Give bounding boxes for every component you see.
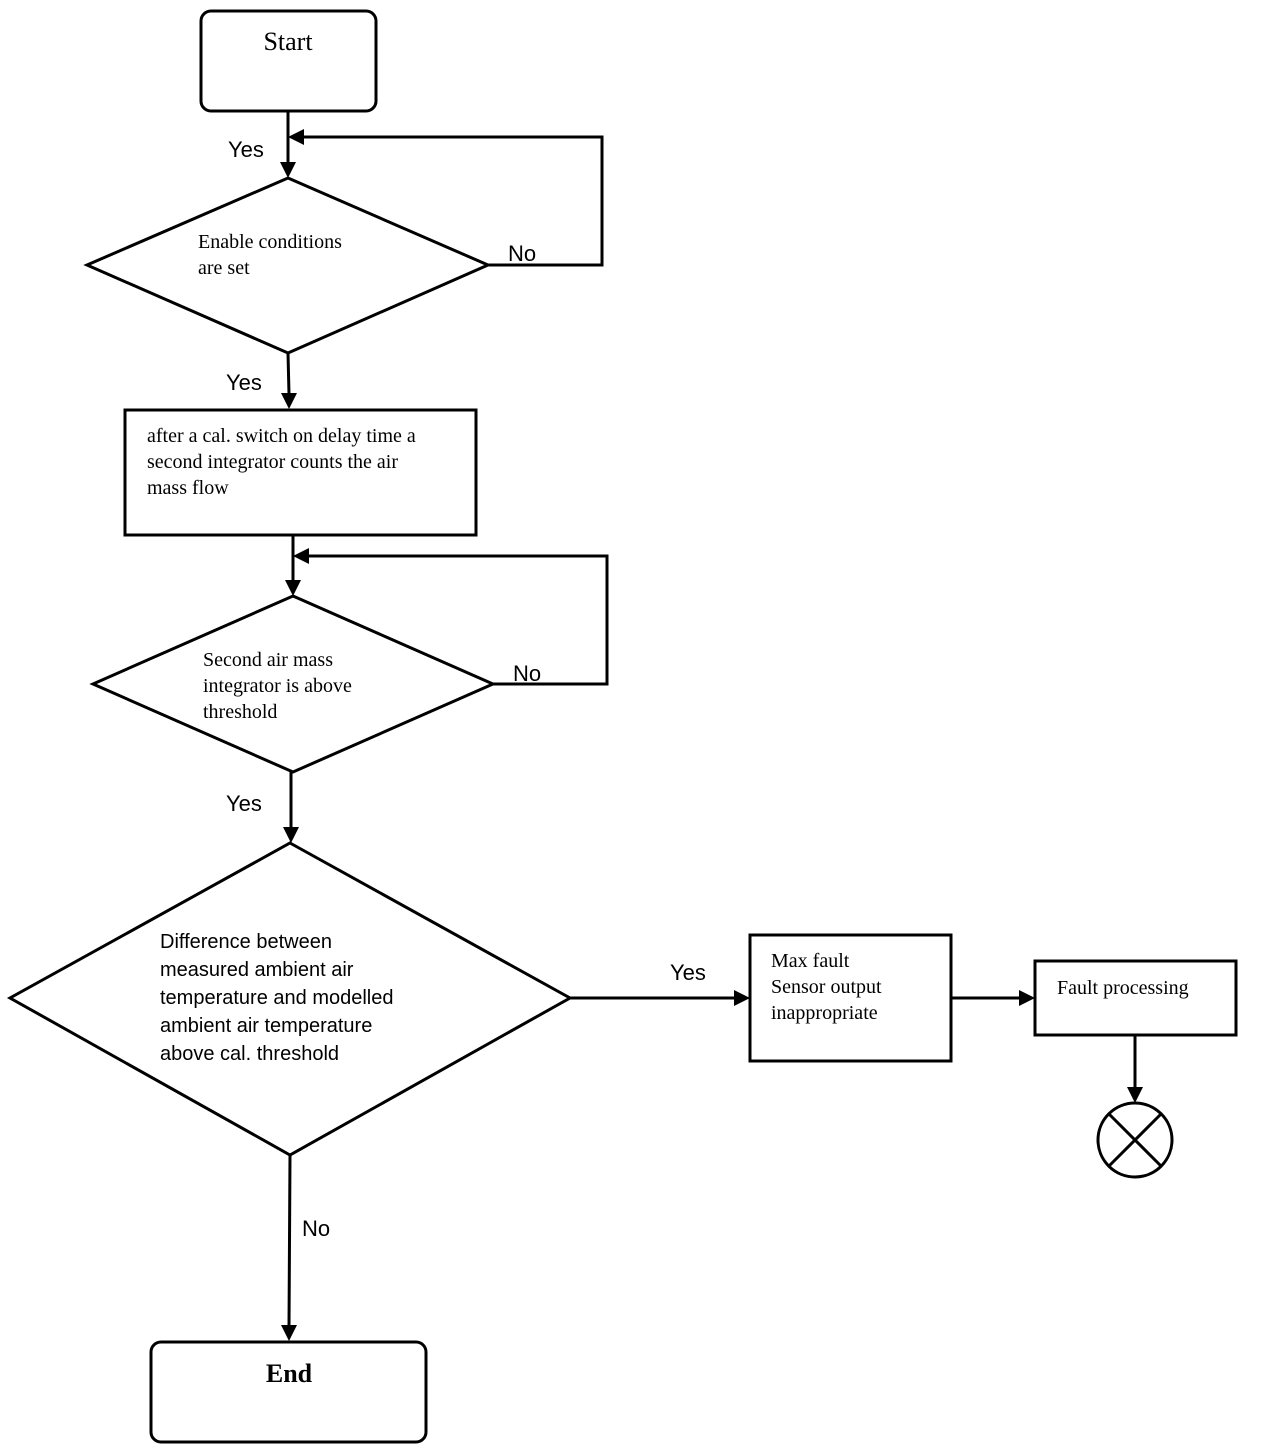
start-node bbox=[199, 9, 378, 113]
process-max-fault-text: Max fault Sensor output inappropriate bbox=[771, 950, 887, 1024]
arrowhead bbox=[734, 990, 750, 1006]
decision-integrator-threshold-text: Second air mass integrator is above thre… bbox=[203, 649, 357, 723]
arrowhead bbox=[285, 580, 301, 596]
cross-circle-icon bbox=[1096, 1101, 1174, 1179]
edge-label-enable-no: No bbox=[508, 241, 536, 266]
end-node bbox=[149, 1340, 428, 1444]
edge-label-start-yes: Yes bbox=[228, 137, 264, 162]
process-fault-processing-label: Fault processing bbox=[1057, 977, 1189, 999]
arrowhead bbox=[281, 393, 297, 409]
process-integrator-counts-text: after a cal. switch on delay time a seco… bbox=[147, 425, 421, 499]
decision-temperature-difference-text: Difference between measured ambient air … bbox=[160, 931, 399, 1065]
edge-label-difference-yes: Yes bbox=[670, 960, 706, 985]
process-fault-processing bbox=[1033, 959, 1238, 1037]
edge-threshold-no-loop bbox=[307, 554, 609, 686]
decision-enable-conditions-text: Enable conditions are set bbox=[198, 231, 347, 279]
edge-label-threshold-no: No bbox=[513, 661, 541, 686]
decision-integrator-threshold bbox=[89, 594, 497, 774]
edge-difference-no bbox=[287, 1154, 292, 1327]
arrowhead bbox=[288, 129, 304, 145]
end-label: End bbox=[266, 1359, 313, 1388]
arrowhead bbox=[281, 1325, 297, 1341]
decision-enable-conditions bbox=[83, 176, 492, 355]
edge-enable-no-loop bbox=[302, 135, 604, 267]
arrowhead bbox=[293, 548, 309, 564]
edge-label-enable-yes: Yes bbox=[226, 370, 262, 395]
process-integrator-counts bbox=[123, 408, 478, 537]
arrowhead bbox=[283, 827, 299, 843]
edge-label-difference-no: No bbox=[302, 1216, 330, 1241]
process-max-fault bbox=[748, 933, 953, 1063]
edge-enable-yes bbox=[286, 352, 291, 395]
edge-label-threshold-yes: Yes bbox=[226, 791, 262, 816]
arrowhead bbox=[280, 162, 296, 178]
arrowhead bbox=[1127, 1087, 1143, 1103]
start-label: Start bbox=[263, 27, 313, 56]
arrowhead bbox=[1019, 990, 1035, 1006]
